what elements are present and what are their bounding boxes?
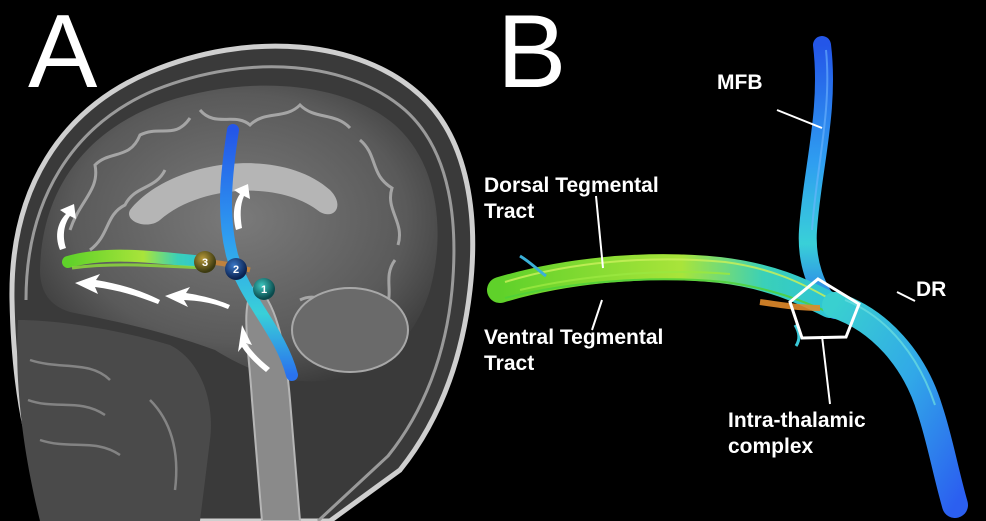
label-dr: DR bbox=[916, 278, 947, 301]
label-intra-line2: complex bbox=[728, 435, 814, 458]
marker-2: 2 bbox=[225, 258, 247, 280]
label-intra-thalamic-complex: Intra-thalamic complex bbox=[728, 408, 866, 460]
label-mfb: MFB bbox=[717, 71, 763, 94]
label-ventral-tegmental: Ventral Tegmental Tract bbox=[484, 325, 663, 377]
intra-thalamic-pentagon bbox=[788, 277, 861, 340]
label-intra-line1: Intra-thalamic bbox=[728, 409, 866, 432]
label-dorsal-line2: Tract bbox=[484, 200, 535, 223]
label-dorsal-line1: Dorsal Tegmental bbox=[484, 174, 659, 197]
marker-label: 3 bbox=[202, 257, 208, 269]
flow-arrows bbox=[57, 184, 270, 372]
label-ventral-line1: Ventral Tegmental bbox=[484, 326, 664, 349]
marker-3: 3 bbox=[194, 251, 216, 273]
label-dorsal-tegmental: Dorsal Tegmental Tract bbox=[484, 173, 659, 225]
mri-sagittal-image bbox=[9, 43, 476, 521]
panel-letter-a: A bbox=[28, 0, 98, 110]
marker-1: 1 bbox=[253, 278, 275, 300]
leader-lines bbox=[591, 109, 916, 405]
marker-label: 1 bbox=[261, 284, 267, 296]
tractography-render bbox=[487, 36, 968, 518]
marker-label: 2 bbox=[233, 264, 239, 276]
panel-letter-b: B bbox=[497, 0, 567, 110]
label-ventral-line2: Tract bbox=[484, 352, 535, 375]
